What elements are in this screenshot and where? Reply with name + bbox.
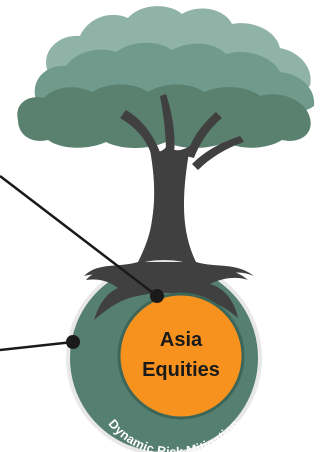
connector-top-dot [150, 289, 164, 303]
trunk-body [138, 144, 196, 262]
connector-top-line [0, 176, 157, 296]
connector-left-dot [66, 335, 80, 349]
connector-top [0, 176, 164, 303]
core-label-line1: Asia [160, 329, 203, 351]
connector-left-line [0, 342, 73, 350]
core-label-line2: Equities [142, 359, 220, 381]
core-circle [119, 294, 243, 418]
